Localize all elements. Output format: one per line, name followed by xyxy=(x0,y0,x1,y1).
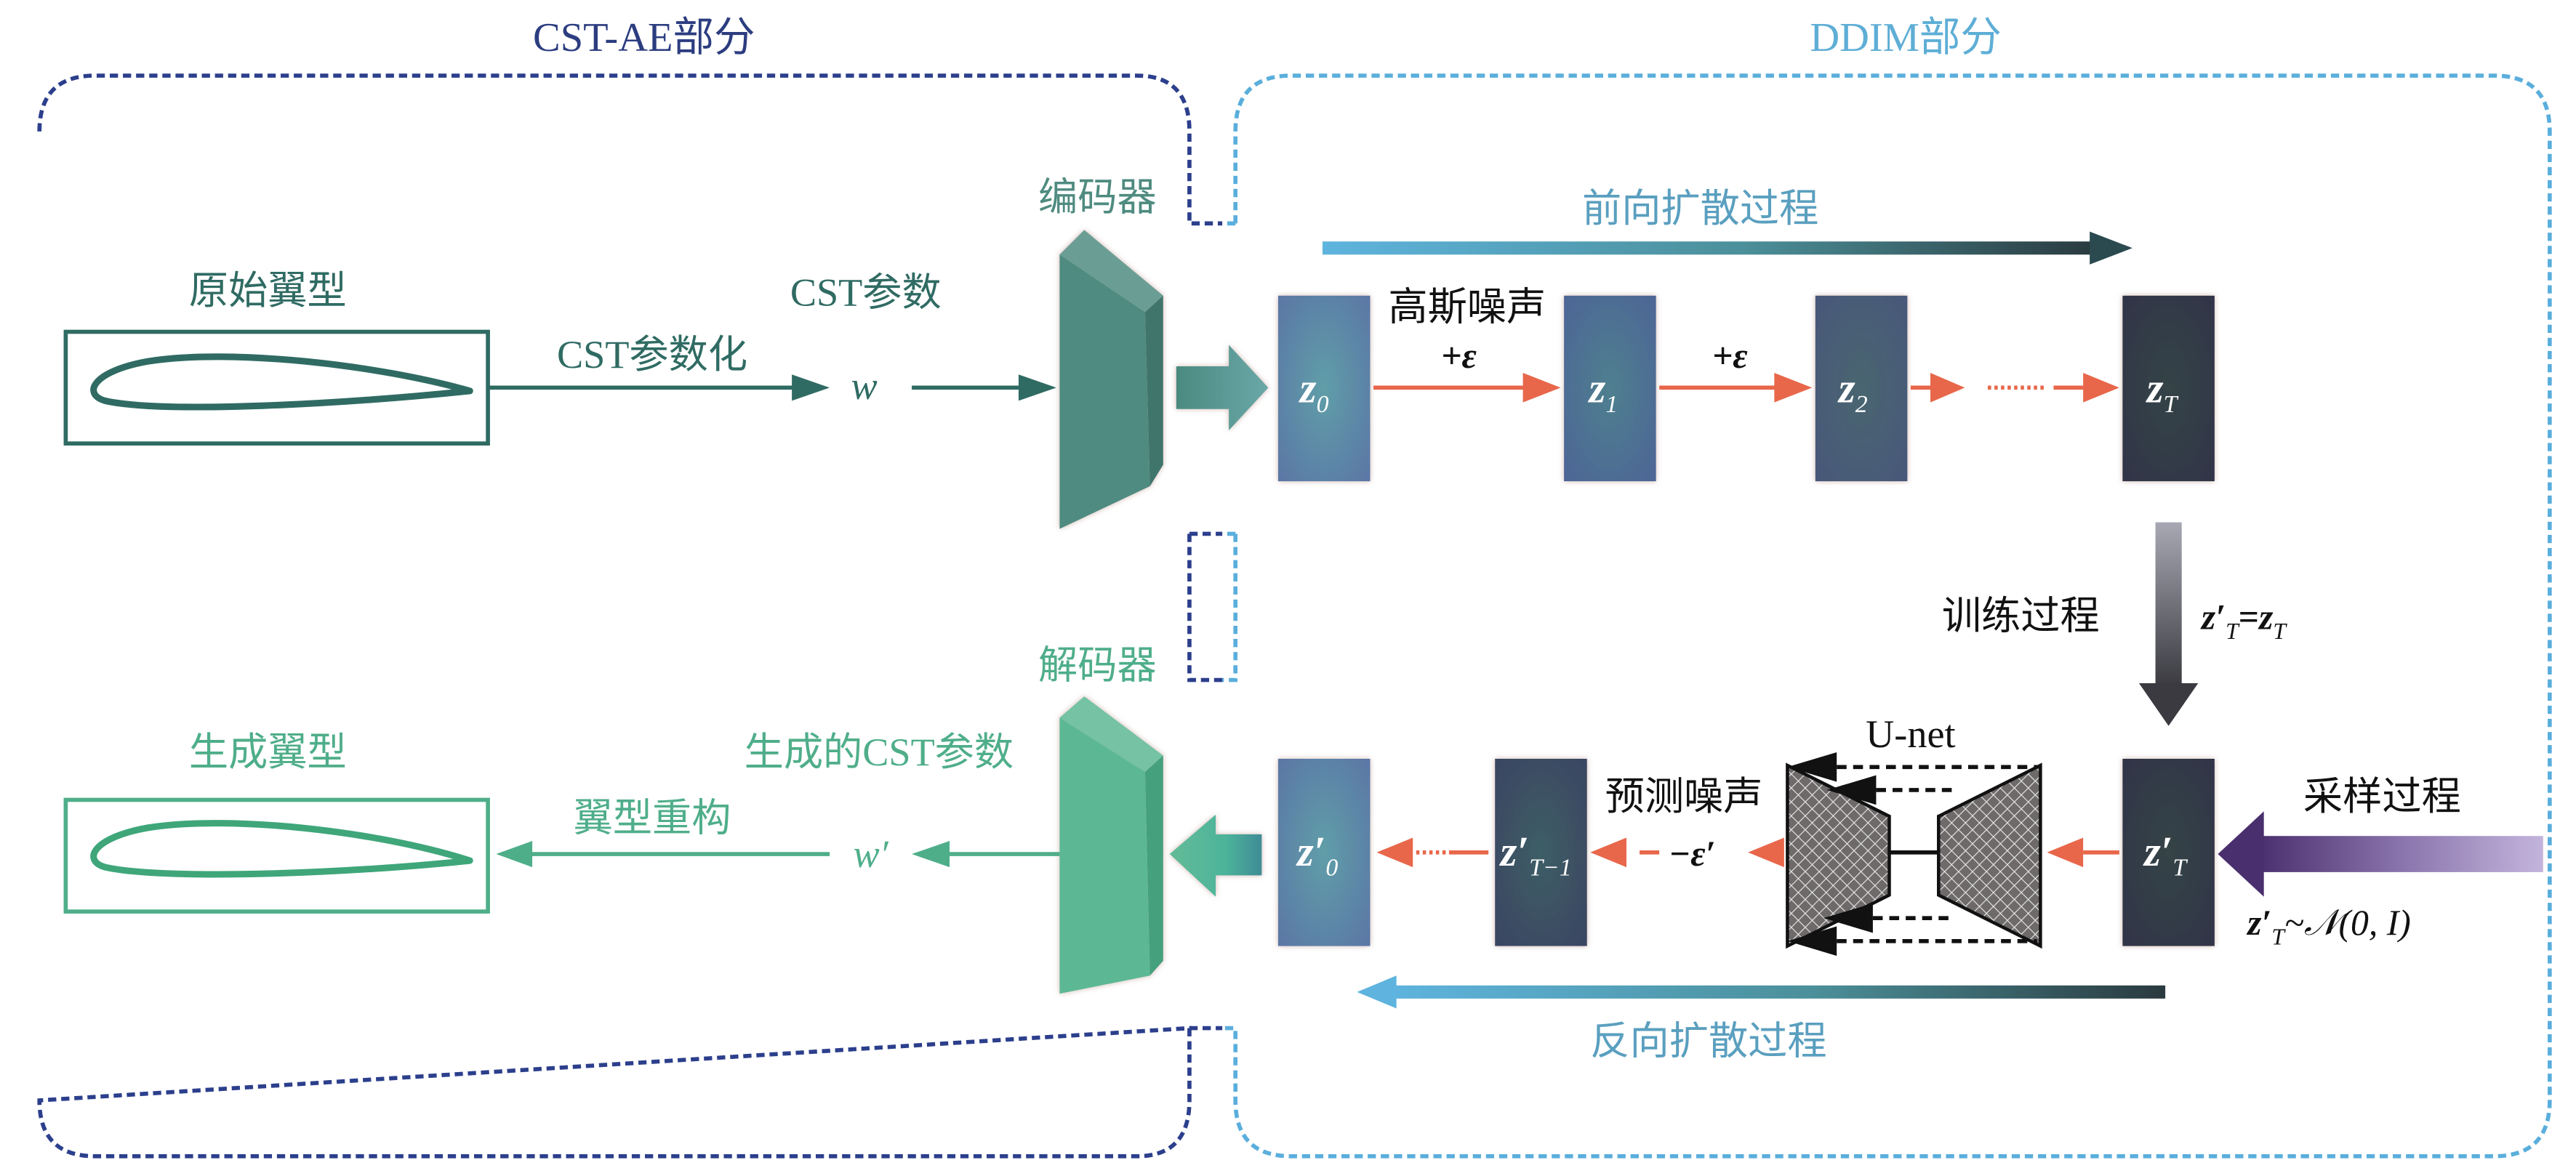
z2-sub: 2 xyxy=(1855,391,1868,418)
cst-ae-region-border xyxy=(37,73,1223,1159)
z0-sub: 0 xyxy=(1317,391,1329,418)
zTp-main: z′ xyxy=(2143,828,2172,875)
training-equation: z′T=zT xyxy=(2200,597,2288,644)
svg-text:z2: z2 xyxy=(1837,365,1868,419)
z0p-main: z′ xyxy=(1296,828,1325,875)
noise-arrow-1-2 xyxy=(1659,372,1813,403)
predict-noise-symbol: −ε′ xyxy=(1669,834,1715,874)
predict-noise-label: 预测噪声 xyxy=(1605,775,1763,818)
reconstruct-label: 翼型重构 xyxy=(574,796,731,839)
z0p-sub: 0 xyxy=(1325,854,1338,881)
noise-add-1: +ε xyxy=(1441,336,1477,376)
original-airfoil-box xyxy=(63,329,490,446)
training-process-label: 训练过程 xyxy=(1942,594,2100,637)
svg-text:z1: z1 xyxy=(1587,365,1618,419)
unet-skip-connections xyxy=(1837,765,2037,943)
generated-airfoil-shape xyxy=(90,820,473,878)
arrow-decoder-to-w-prime xyxy=(912,840,1060,868)
noise-arrow-2-T xyxy=(1910,372,2119,403)
unet-encoder-half xyxy=(1786,762,1891,949)
forward-process-arrow xyxy=(1322,231,2132,265)
z1-main: z xyxy=(1587,365,1605,412)
noise-add-2: +ε xyxy=(1712,336,1748,376)
svg-text:z′T: z′T xyxy=(2143,828,2188,882)
encoder-block xyxy=(1059,230,1163,529)
param-symbol-w-prime: w′ xyxy=(854,832,889,876)
generated-airfoil-label: 生成翼型 xyxy=(189,730,347,774)
arrow-w-to-encoder xyxy=(912,374,1056,401)
unet-skip-arrowheads xyxy=(1787,752,1877,956)
z0-main: z xyxy=(1299,365,1317,412)
training-arrow xyxy=(2138,522,2199,726)
section-title-cst-ae: CST-AE部分 xyxy=(533,15,755,60)
reverse-process-label: 反向扩散过程 xyxy=(1590,1020,1826,1063)
z-block-1: z1 xyxy=(1564,295,1656,482)
svg-text:z′0: z′0 xyxy=(1296,828,1338,882)
decoder-label: 解码器 xyxy=(1038,643,1157,687)
generated-airfoil-box xyxy=(63,797,490,914)
sampling-equation: z′T~𝒩(0, I) xyxy=(2246,903,2411,950)
sampling-process-label: 采样过程 xyxy=(2303,775,2461,818)
arrow-unet-to-zT-1 xyxy=(1590,837,1784,868)
sampling-arrow xyxy=(2218,811,2543,897)
zT-main: z xyxy=(2146,365,2164,412)
generated-param-label: 生成的CST参数 xyxy=(745,730,1014,774)
zTp-sub: T xyxy=(2172,854,2188,881)
cst-param-step-label: CST参数化 xyxy=(557,333,747,376)
svg-text:z′T−1: z′T−1 xyxy=(1499,828,1572,882)
z-block-T: zT xyxy=(2122,295,2215,482)
z1-sub: 1 xyxy=(1605,391,1618,418)
z-block-2: z2 xyxy=(1815,295,1908,482)
section-title-ddim: DDIM部分 xyxy=(1810,15,2002,60)
param-symbol-w: w xyxy=(851,364,877,408)
z-block-0: z0 xyxy=(1277,295,1371,482)
zT1p-main: z′ xyxy=(1499,828,1529,875)
decoder-input-arrow xyxy=(1169,814,1262,897)
unet-block xyxy=(1786,752,2042,956)
arrow-airfoil-to-w xyxy=(488,374,830,401)
original-airfoil-label: 原始翼型 xyxy=(189,269,347,313)
zT-sub: T xyxy=(2164,391,2179,418)
unet-decoder-half xyxy=(1937,762,2042,949)
encoder-label: 编码器 xyxy=(1038,175,1157,219)
unet-label: U-net xyxy=(1866,712,1955,756)
cst-param-label: CST参数 xyxy=(790,270,942,314)
arrow-w-prime-to-airfoil xyxy=(496,840,830,868)
encoder-output-arrow xyxy=(1176,345,1269,431)
z-prime-block-T: z′T xyxy=(2122,758,2215,946)
decoder-block xyxy=(1059,696,1163,994)
ddim-region-border xyxy=(1222,73,2552,1159)
arrow-zT-1-to-z0 xyxy=(1376,837,1489,868)
gaussian-noise-label: 高斯噪声 xyxy=(1388,286,1546,329)
svg-text:zT: zT xyxy=(2146,365,2179,419)
reverse-process-arrow xyxy=(1357,975,2166,1009)
forward-process-label: 前向扩散过程 xyxy=(1582,187,1818,230)
z-prime-block-T-1: z′T−1 xyxy=(1495,758,1587,946)
original-airfoil-shape xyxy=(90,353,473,411)
z-prime-block-0: z′0 xyxy=(1277,758,1371,946)
noise-arrow-0-1 xyxy=(1373,372,1561,403)
zT1p-sub: T−1 xyxy=(1529,854,1572,881)
svg-text:z0: z0 xyxy=(1299,365,1329,419)
arrow-zT-to-unet xyxy=(2047,837,2119,868)
z2-main: z xyxy=(1837,365,1855,412)
